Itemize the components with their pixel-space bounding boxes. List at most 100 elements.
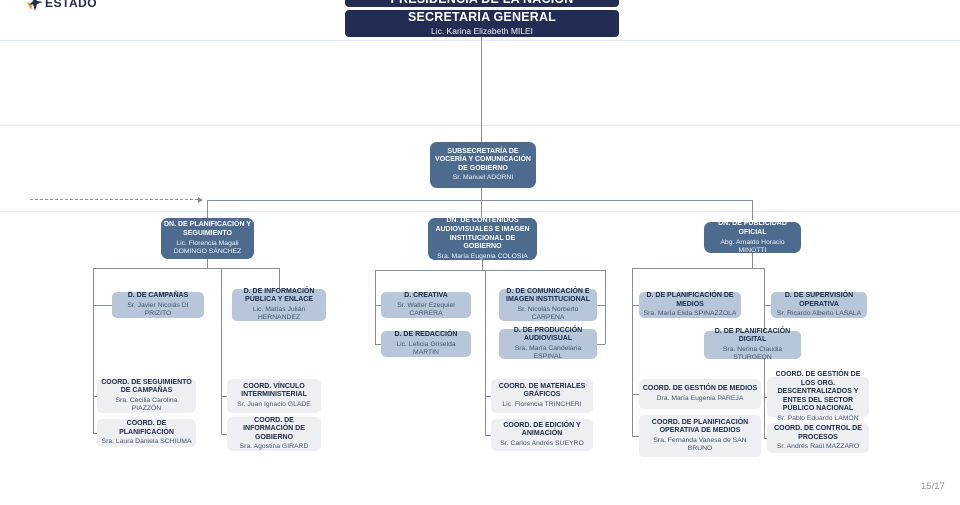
- node-name: Lic. Leticia Griselda MARTIN: [396, 340, 456, 356]
- connector-line: [605, 270, 606, 344]
- node-name: Sr. Javier Nicolás DI PRIZITO: [127, 301, 189, 317]
- connector-line: [207, 200, 752, 201]
- node-coord-planificacion-operativa: COORD. DE PLANIFICACIÓN OPERATIVA DE MED…: [639, 415, 761, 457]
- node-title: COORD. DE PLANIFICACIÓN: [119, 419, 174, 436]
- node-name: Sra. María Elida SPINAZZOLA: [643, 310, 737, 318]
- node-d-informacion-publica: D. DE INFORMACIÓN PÚBLICA Y ENLACE Lic. …: [232, 287, 326, 322]
- node-title: SUBSECRETARÍA DE VOCERÍA Y COMUNICACIÓN …: [435, 147, 531, 172]
- node-d-creativa: D. CREATIVA Sr. Walter Ezequiel CARRERA: [381, 292, 471, 318]
- connector-line: [93, 433, 97, 434]
- guide-line: [0, 211, 960, 212]
- connector-line: [481, 188, 482, 200]
- node-dn-planificacion-seguimiento: DN. DE PLANIFICACIÓN Y SEGUIMIENTO Lic. …: [161, 218, 254, 259]
- estado-logo: ESTADO: [26, 0, 97, 16]
- node-dn-publicidad-oficial: DN. DE PUBLICIDAD OFICIAL Abg. Arnaldo H…: [704, 220, 801, 254]
- node-name: Sra. Cecilia Carolina PIAZZÓN: [115, 397, 178, 413]
- node-name: Sra. María Candelaria ESPINAL: [514, 345, 582, 361]
- connector-line: [485, 396, 491, 397]
- connector-line: [764, 397, 767, 398]
- node-dn-contenidos-audiovisuales: DN. DE CONTENIDOS AUDIOVISUALES E IMAGEN…: [428, 217, 537, 260]
- node-title: D. DE COMUNICACIÓN E IMAGEN INSTITUCIONA…: [506, 287, 590, 304]
- connector-line: [482, 260, 483, 270]
- connector-line: [207, 200, 208, 218]
- connector-line: [93, 396, 97, 397]
- node-title: DN. DE CONTENIDOS AUDIOVISUALES E IMAGEN…: [435, 217, 530, 251]
- connector-line: [221, 268, 222, 434]
- node-d-campanas: D. DE CAMPAÑAS Sr. Javier Nicolás DI PRI…: [112, 292, 204, 318]
- connector-line: [481, 37, 482, 142]
- node-title: COORD. DE INFORMACIÓN DE GOBIERNO: [243, 416, 305, 441]
- node-secretaria-general: SECRETARÍA GENERAL Lic. Karina Elizabeth…: [345, 10, 619, 37]
- node-name: Abg. Arnaldo Horacio MINOTTI: [720, 238, 785, 254]
- node-d-planificacion-digital: D. DE PLANIFICACIÓN DIGITAL Sra. Nerina …: [704, 327, 801, 361]
- connector-line: [632, 268, 764, 269]
- node-name: Lic. Florencia Magali DOMINGO SÁNCHEZ: [173, 239, 242, 255]
- node-coord-edicion-animacion: COORD. DE EDICIÓN Y ANIMACIÓN Sr. Carlos…: [491, 419, 593, 451]
- connector-line: [597, 344, 605, 345]
- arrow-head-icon: [198, 197, 203, 203]
- node-subsecretaria-voceria: SUBSECRETARÍA DE VOCERÍA Y COMUNICACIÓN …: [430, 142, 536, 188]
- connector-line: [221, 434, 227, 435]
- node-coord-gestion-medios: COORD. DE GESTIÓN DE MEDIOS Dra. María E…: [639, 379, 761, 409]
- node-name: Sr. Juan Ignacio GLADE: [237, 401, 311, 409]
- node-title: COORD. DE PLANIFICACIÓN OPERATIVA DE MED…: [651, 418, 749, 435]
- node-d-redaccion: D. DE REDACCIÓN Lic. Leticia Griselda MA…: [381, 331, 471, 357]
- node-name: Sr. Andrés Raúl MAZZARO: [776, 443, 860, 451]
- node-title: COORD. DE MATERIALES GRÁFICOS: [498, 382, 586, 399]
- connector-line: [632, 268, 633, 436]
- node-title: PRESIDENCIA DE LA NACIÓN: [390, 0, 573, 6]
- connector-line: [764, 438, 767, 439]
- connector-line: [375, 270, 376, 344]
- node-title: D. DE PRODUCCIÓN AUDIOVISUAL: [513, 326, 583, 343]
- node-coord-control-procesos: COORD. DE CONTROL DE PROCESOS Sr. Andrés…: [767, 423, 869, 453]
- node-title: D. DE INFORMACIÓN PÚBLICA Y ENLACE: [243, 287, 315, 304]
- node-name: Lic. Matías Julián HERNANDEZ: [252, 306, 306, 322]
- connector-line: [632, 436, 639, 437]
- node-presidencia: PRESIDENCIA DE LA NACIÓN: [345, 0, 619, 7]
- connector-line: [375, 344, 381, 345]
- node-name: Sr. Pablo Eduardo LAMÓN: [777, 414, 859, 422]
- connector-line: [93, 305, 112, 306]
- node-title: COORD. DE CONTROL DE PROCESOS: [774, 424, 862, 441]
- node-d-produccion-audiovisual: D. DE PRODUCCIÓN AUDIOVISUAL Sra. María …: [499, 326, 597, 361]
- node-name: Sr. Nicolás Norberto CARPENA: [517, 306, 579, 322]
- connector-line: [207, 259, 208, 268]
- node-title: D. DE PLANIFICACIÓN DE MEDIOS: [646, 291, 734, 308]
- node-name: Lic. Karina Elizabeth MILEI: [430, 25, 534, 36]
- node-title: COORD. DE SEGUIMIENTO DE CAMPAÑAS: [101, 378, 192, 395]
- connector-line: [279, 268, 280, 289]
- node-title: D. DE PLANIFICACIÓN DIGITAL: [714, 327, 791, 344]
- guide-line: [0, 125, 960, 126]
- connector-line: [221, 396, 227, 397]
- guide-line: [0, 40, 960, 41]
- connector-line: [597, 305, 605, 306]
- connector-line: [752, 200, 753, 222]
- connector-line: [485, 435, 491, 436]
- node-name: Lic. Florencia TRINCHERI: [502, 401, 582, 409]
- connector-line: [764, 305, 771, 306]
- connector-line: [752, 253, 753, 268]
- node-title: D. CREATIVA: [404, 292, 448, 300]
- node-coord-informacion-gobierno: COORD. DE INFORMACIÓN DE GOBIERNO Sra. A…: [227, 417, 321, 451]
- connector-line: [481, 200, 482, 218]
- node-d-planificacion-medios: D. DE PLANIFICACIÓN DE MEDIOS Sra. María…: [639, 292, 741, 318]
- node-title: D. DE REDACCIÓN: [394, 331, 458, 339]
- node-title: COORD. DE GESTIÓN DE MEDIOS: [642, 385, 758, 393]
- node-name: Sr. Carlos Andrés SUEYRO: [500, 440, 584, 448]
- node-name: Sr. Walter Ezequiel CARRERA: [397, 301, 455, 317]
- node-name: Sra. Fernanda Vanesa de SAN BRUNO: [653, 437, 747, 453]
- connector-line: [485, 270, 486, 435]
- node-title: D. DE CAMPAÑAS: [127, 292, 189, 300]
- connector-line: [93, 268, 94, 433]
- dashed-arrow: [30, 199, 198, 200]
- node-coord-seguimiento-campanas: COORD. DE SEGUIMIENTO DE CAMPAÑAS Sra. C…: [97, 379, 196, 413]
- connector-line: [632, 305, 639, 306]
- node-name: Sra. Laura Daniela SCHIUMA: [101, 438, 192, 446]
- node-title: COORD. DE EDICIÓN Y ANIMACIÓN: [503, 421, 581, 438]
- node-d-supervision-operativa: D. DE SUPERVISIÓN OPERATIVA Sr. Ricardo …: [771, 292, 867, 318]
- connector-line: [375, 270, 605, 271]
- node-title: SECRETARÍA GENERAL: [407, 10, 557, 25]
- connector-line: [93, 268, 279, 269]
- estado-star-icon: [26, 0, 43, 16]
